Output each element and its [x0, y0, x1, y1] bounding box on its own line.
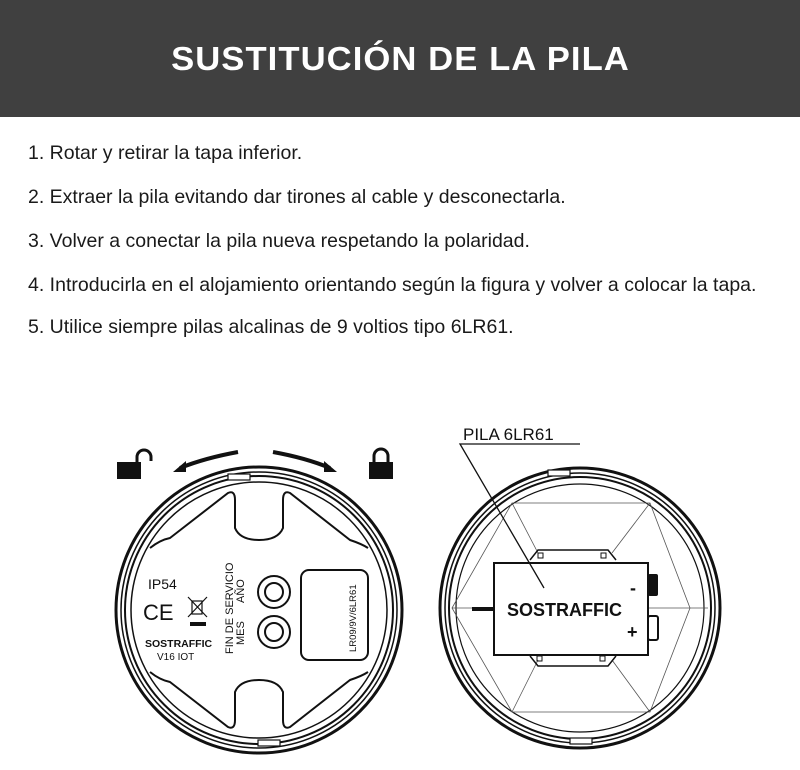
brand-label: SOSTRAFFIC	[145, 638, 212, 650]
positive-terminal	[647, 615, 659, 641]
unlock-icon	[117, 448, 153, 479]
plus-sign: +	[627, 622, 638, 642]
step-5: 5. Utilice siempre pilas alcalinas de 9 …	[28, 316, 514, 338]
service-label: FIN DE SERVICIO	[224, 562, 236, 654]
header-bar: SUSTITUCIÓN DE LA PILA	[0, 0, 800, 117]
ip-rating: IP54	[148, 576, 177, 592]
crossed-bin-icon	[187, 596, 208, 626]
battery-spec-label: LR09/9V/6LR61	[348, 584, 359, 652]
battery-compartment-figure	[438, 443, 722, 750]
minus-sign: -	[630, 578, 636, 598]
callout-label: PILA 6LR61	[463, 425, 554, 444]
step-4: 4. Introducirla en el alojamiento orient…	[28, 274, 757, 296]
step-2: 2. Extraer la pila evitando dar tirones …	[28, 186, 566, 208]
cap-figure	[114, 447, 404, 755]
lock-icon	[369, 447, 393, 479]
month-label: MES	[235, 621, 247, 645]
battery-brand: SOSTRAFFIC	[507, 600, 622, 620]
instruction-list: 1. Rotar y retirar la tapa inferior. 2. …	[28, 140, 788, 358]
step-3: 3. Volver a conectar la pila nueva respe…	[28, 230, 530, 252]
page-title: SUSTITUCIÓN DE LA PILA	[170, 39, 630, 77]
step-1: 1. Rotar y retirar la tapa inferior.	[28, 142, 303, 164]
ce-mark: CE	[143, 600, 174, 625]
year-label: AÑO	[234, 579, 247, 603]
negative-terminal	[648, 574, 658, 596]
model-label: V16 IOT	[157, 652, 194, 663]
rotate-arrows-icon	[173, 450, 337, 472]
